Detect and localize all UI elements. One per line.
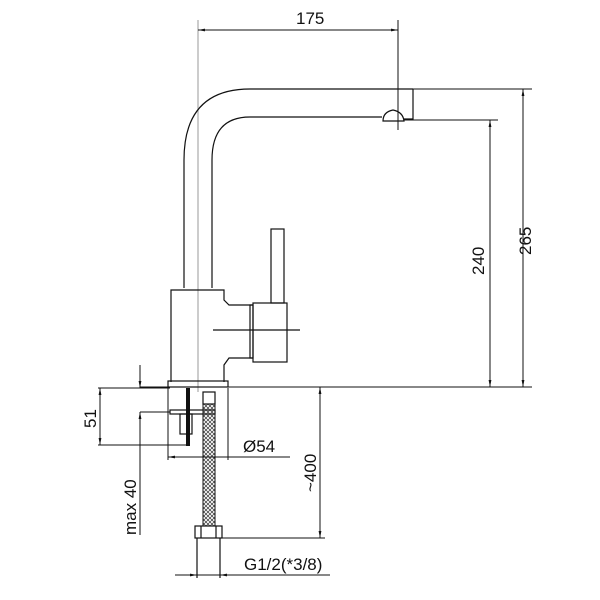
dim-label: 240 bbox=[469, 247, 488, 275]
dim-label: ~400 bbox=[301, 454, 320, 492]
dim-label: 51 bbox=[81, 409, 100, 428]
dim-label: 175 bbox=[296, 9, 324, 28]
spout bbox=[183, 88, 414, 288]
dim-diameter-54: Ø54 bbox=[167, 388, 290, 460]
dim-label: G1/2(*3/8) bbox=[244, 555, 322, 574]
dim-175: 175 bbox=[198, 9, 399, 130]
flexible-hose bbox=[202, 403, 216, 527]
hex-fitting bbox=[194, 525, 223, 539]
dim-max-40: max 40 bbox=[121, 365, 170, 535]
lever-handle bbox=[270, 228, 285, 304]
dim-265: 265 bbox=[140, 88, 535, 388]
mounting-assembly bbox=[169, 388, 223, 578]
dim-400: ~400 bbox=[222, 387, 325, 539]
dim-label: 265 bbox=[516, 227, 535, 255]
dim-connection: G1/2(*3/8) bbox=[175, 555, 330, 577]
dim-51: 51 bbox=[81, 387, 190, 446]
dim-label: Ø54 bbox=[243, 437, 275, 456]
faucet-body bbox=[167, 228, 300, 388]
dim-label: max 40 bbox=[121, 479, 140, 535]
dim-240: 240 bbox=[404, 119, 498, 387]
